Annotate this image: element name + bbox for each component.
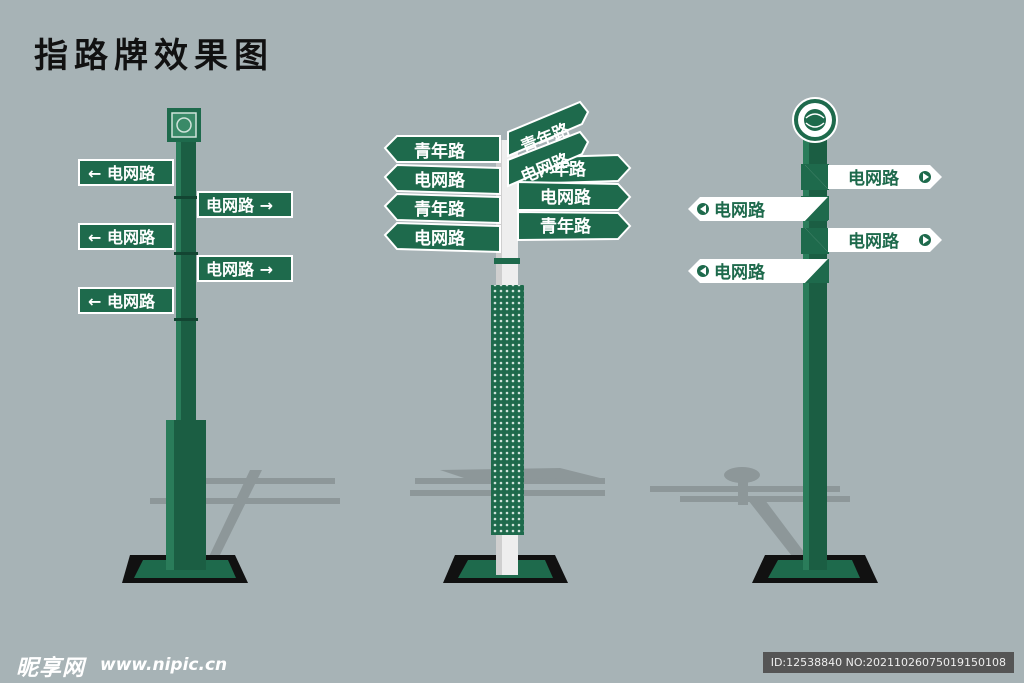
post1-sign-3: ← 电网路 [78, 223, 174, 250]
post3-sign-3: 电网路 [805, 228, 942, 252]
svg-text:青年路: 青年路 [540, 216, 592, 237]
svg-text:电网路: 电网路 [848, 168, 900, 189]
post1-sign-1: ← 电网路 [78, 159, 174, 186]
svg-text:← 电网路: ← 电网路 [88, 164, 156, 183]
watermark-logo: 昵享网 [16, 656, 86, 681]
svg-text:电网路: 电网路 [848, 231, 900, 252]
signpost-2 [410, 140, 605, 583]
svg-text:青年路: 青年路 [414, 199, 466, 220]
svg-text:电网路 →: 电网路 → [206, 260, 273, 279]
post3-sign-2: 电网路 [688, 197, 828, 221]
post2-left-sign-2: 电网路 [383, 163, 501, 196]
signpost-1 [122, 108, 340, 583]
svg-text:电网路: 电网路 [414, 228, 466, 249]
post2-left-sign-1: 青年路 [383, 135, 501, 163]
svg-text:← 电网路: ← 电网路 [88, 292, 156, 311]
svg-text:青年路: 青年路 [414, 141, 466, 162]
svg-text:电网路: 电网路 [714, 200, 766, 221]
post2-left-sign-4: 电网路 [383, 221, 501, 254]
post3-sign-4: 电网路 [688, 259, 828, 283]
post1-sign-2: 电网路 → [197, 191, 293, 218]
post1-shadow [150, 470, 340, 565]
post3-shadow [650, 467, 850, 560]
svg-text:电网路: 电网路 [714, 262, 766, 283]
svg-text:← 电网路: ← 电网路 [88, 228, 156, 247]
post2-right-sign-3: 电网路 [517, 180, 632, 211]
image-id-badge: ID:12538840 NO:20211026075019150108 [762, 652, 1014, 673]
page-title: 指路牌效果图 [34, 36, 274, 76]
post2-perforated-sleeve [491, 285, 524, 535]
post3-emblem [792, 97, 838, 143]
svg-text:电网路 →: 电网路 → [206, 196, 273, 215]
post3-sign-1: 电网路 [805, 165, 942, 189]
svg-text:电网路: 电网路 [414, 170, 466, 191]
post1-sign-4: 电网路 → [197, 255, 293, 282]
post2-right-sign-1: 青年路 [507, 100, 590, 158]
post2-left-sign-3: 青年路 [383, 192, 501, 225]
post2-right-sign-4: 青年路 [517, 210, 632, 242]
post1-sign-5: ← 电网路 [78, 287, 174, 314]
svg-text:电网路: 电网路 [540, 187, 592, 208]
watermark-url: www.nipic.cn [100, 655, 228, 675]
